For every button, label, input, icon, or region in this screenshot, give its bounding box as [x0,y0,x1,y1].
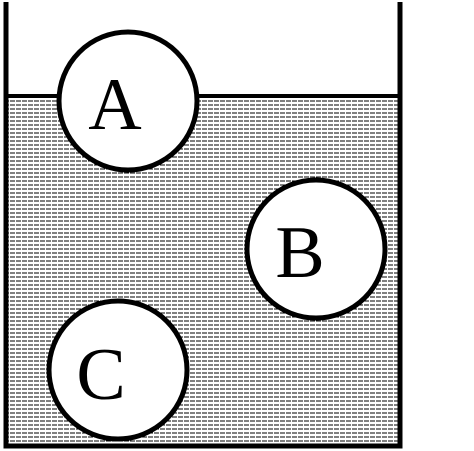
ball-a-circle [56,29,200,173]
ball-a: A [56,29,200,173]
ball-c: C [46,298,190,442]
ball-b-label: B [275,212,324,294]
container [3,2,403,449]
ball-c-circle [46,298,190,442]
ball-b-circle [244,177,388,321]
ball-b: B [244,177,388,321]
ball-a-label: A [88,64,141,146]
ball-c-label: C [76,334,125,416]
